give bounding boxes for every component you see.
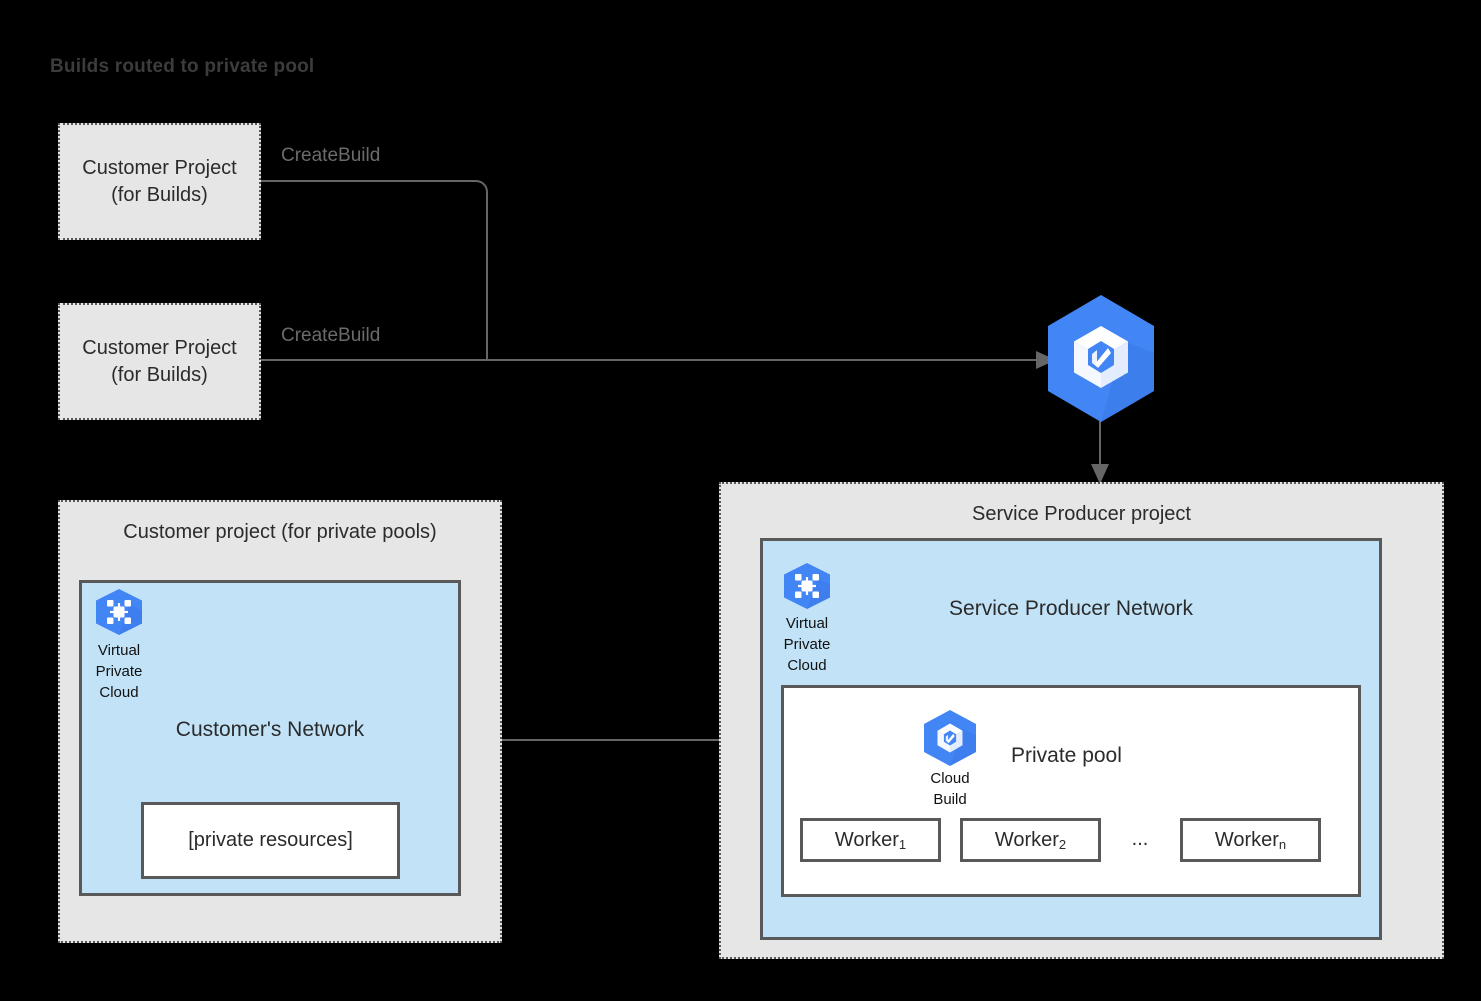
create-build-label-2: CreateBuild — [281, 325, 381, 346]
worker-subscript-n: n — [1278, 836, 1287, 852]
worker-label-n: Worker — [1214, 828, 1279, 851]
cloud-build-caption: Cloud Build — [910, 768, 990, 810]
vpc-caption-line3: Cloud — [787, 657, 827, 674]
customers-network-title: Customer's Network — [175, 718, 365, 741]
customer-project-builds-label-1-line2: (for Builds) — [111, 183, 208, 206]
worker-label-1: Worker — [834, 828, 899, 851]
cloud-build-icon — [1044, 293, 1158, 424]
create-build-label-1: CreateBuild — [281, 145, 381, 166]
virtual-private-cloud-icon — [93, 588, 145, 636]
edge-line-createbuild-1-vertical — [486, 192, 488, 360]
worker-subscript-1: 1 — [898, 836, 907, 852]
diagram-title: Builds routed to private pool — [50, 56, 315, 77]
customer-project-builds-label-2-line1: Customer Project — [82, 336, 237, 359]
vpc-caption-line2: Private — [95, 663, 143, 680]
worker-subscript-2: 2 — [1058, 836, 1067, 852]
vpc-caption-line2: Private — [783, 636, 831, 653]
edge-line-createbuild-1-horizontal — [261, 180, 476, 182]
worker-label-2: Worker — [994, 828, 1059, 851]
cloud-build-caption-line1: Cloud — [930, 770, 970, 787]
customer-project-builds-label-2-line2: (for Builds) — [111, 363, 208, 386]
vpc-caption-producer: Virtual Private Cloud — [767, 613, 847, 676]
customer-project-builds-box-2: Customer Project (for Builds) — [58, 303, 261, 420]
customer-project-builds-box-1: Customer Project (for Builds) — [58, 123, 261, 240]
edge-line-createbuild-2-horizontal — [261, 359, 1036, 361]
worker-ellipsis: ... — [1131, 828, 1149, 850]
arrowhead-to-cloud-build — [1036, 351, 1056, 369]
arrowhead-to-service-producer-project — [1091, 464, 1109, 484]
private-resources-box: [private resources] — [141, 802, 400, 879]
vpc-caption-line1: Virtual — [785, 615, 829, 632]
cloud-build-icon — [920, 709, 980, 767]
customer-project-private-pools-title: Customer project (for private pools) — [123, 521, 437, 543]
virtual-private-cloud-icon — [781, 562, 833, 610]
vpc-caption-customer: Virtual Private Cloud — [79, 640, 159, 703]
private-pool-box — [781, 685, 1361, 897]
service-producer-project-title: Service Producer project — [972, 503, 1191, 525]
cloud-build-caption-line2: Build — [933, 791, 967, 808]
private-resources-label: [private resources] — [188, 829, 353, 851]
vpc-caption-line3: Cloud — [99, 684, 139, 701]
customer-project-builds-label-1-line1: Customer Project — [82, 156, 237, 179]
vpc-caption-line1: Virtual — [97, 642, 141, 659]
edge-elbow-createbuild-1 — [474, 180, 488, 194]
private-pool-title: Private pool — [1011, 744, 1122, 767]
service-producer-network-title: Service Producer Network — [949, 597, 1193, 620]
